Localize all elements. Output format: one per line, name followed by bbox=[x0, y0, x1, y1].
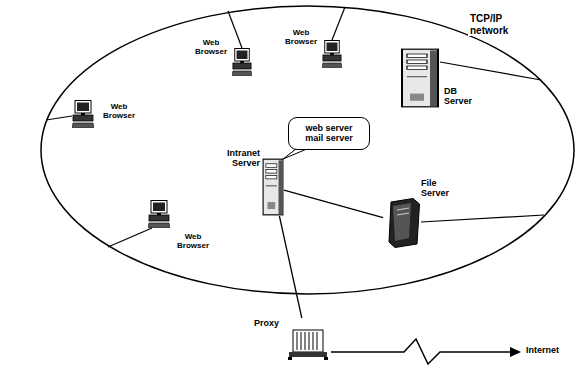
network-drop bbox=[440, 62, 541, 80]
db-server-node: DB Server bbox=[400, 48, 484, 108]
server-tower-icon-part bbox=[266, 185, 277, 186]
node-label: Web Browser bbox=[172, 232, 214, 250]
file-server-icon-part bbox=[397, 208, 409, 210]
web-browser-node: Web Browser bbox=[148, 200, 214, 251]
computer-icon-part bbox=[325, 41, 340, 54]
computer-icon-part bbox=[72, 123, 94, 128]
node-label: TCP/IP network bbox=[468, 13, 534, 36]
internet-link bbox=[331, 339, 512, 364]
server-tower-icon-part bbox=[279, 160, 283, 214]
web-browser-node: Web Browser bbox=[72, 98, 140, 128]
server-tower-icon-part bbox=[263, 159, 283, 215]
computer-icon-part bbox=[77, 103, 89, 112]
server-tower-icon bbox=[262, 158, 284, 216]
computer-icon-part bbox=[237, 51, 248, 60]
computer-icon-part bbox=[148, 223, 170, 228]
proxy-icon-part bbox=[289, 352, 327, 357]
network-outline bbox=[40, 5, 575, 295]
file-server-node: File Server bbox=[383, 178, 457, 248]
node-label: Proxy bbox=[254, 318, 284, 328]
computer-icon-part bbox=[327, 43, 338, 52]
internet-arrowhead bbox=[510, 347, 521, 357]
node-label: Intranet Server bbox=[218, 148, 260, 169]
server-tower-icon-part bbox=[430, 50, 437, 106]
file-server-icon bbox=[383, 198, 421, 248]
server-tower-icon-part bbox=[407, 54, 427, 58]
network-label: Internet bbox=[526, 345, 559, 355]
intranet-server-node: Intranet Server bbox=[218, 148, 284, 216]
server-tower-icon-part bbox=[407, 66, 427, 70]
computer-icon-part bbox=[73, 115, 93, 121]
server-tower-icon bbox=[400, 48, 440, 108]
computer-icon-part bbox=[323, 55, 341, 61]
node-label: Web Browser bbox=[280, 28, 322, 46]
node-label: Web Browser bbox=[98, 102, 140, 120]
network-drop bbox=[332, 7, 345, 40]
network-drop bbox=[108, 228, 152, 247]
computer-icon-part bbox=[232, 71, 252, 76]
proxy-icon-part bbox=[309, 332, 310, 350]
server-tower-icon-part bbox=[266, 175, 277, 178]
node-label: File Server bbox=[421, 178, 457, 199]
file-server-icon-part bbox=[393, 203, 411, 241]
proxy-icon-part bbox=[317, 332, 318, 350]
computer-icon bbox=[148, 200, 170, 228]
computer-icon-part bbox=[75, 101, 91, 114]
server-tower-icon-part bbox=[407, 76, 427, 77]
file-server-icon-part bbox=[397, 213, 409, 215]
network-drop bbox=[421, 215, 544, 222]
file-server-icon-part bbox=[389, 199, 420, 248]
computer-icon-part bbox=[322, 63, 342, 68]
server-tower-icon-part bbox=[407, 60, 427, 64]
computer-icon-part bbox=[233, 63, 251, 69]
proxy-icon-part bbox=[301, 332, 302, 350]
server-tower-icon-part bbox=[410, 94, 424, 101]
network-ellipse-line bbox=[41, 6, 574, 294]
proxy-node: Proxy bbox=[254, 318, 330, 360]
proxy-icon-part bbox=[305, 332, 306, 350]
computer-icon-part bbox=[153, 203, 165, 212]
computer-icon bbox=[232, 48, 252, 76]
network-drop bbox=[46, 116, 72, 120]
callout-bubble: web server mail server bbox=[288, 117, 370, 150]
server-tower-icon-part bbox=[266, 170, 277, 173]
node-label: Web Browser bbox=[190, 38, 232, 56]
computer-icon-part bbox=[151, 201, 167, 214]
proxy-icon-part bbox=[288, 357, 292, 360]
proxy-icon-part bbox=[324, 357, 328, 360]
server-tower-icon-part bbox=[402, 49, 438, 107]
computer-icon bbox=[322, 40, 342, 68]
proxy-icon-part bbox=[297, 332, 298, 350]
web-browser-node: Web Browser bbox=[190, 38, 252, 76]
web-browser-node: Web Browser bbox=[280, 28, 342, 68]
node-label: DB Server bbox=[444, 86, 484, 107]
network-link bbox=[279, 216, 301, 318]
computer-icon bbox=[72, 100, 94, 128]
computer-icon-part bbox=[235, 49, 250, 62]
proxy-icon-part bbox=[293, 330, 323, 352]
server-tower-icon-part bbox=[268, 202, 276, 209]
proxy-icon-part bbox=[313, 332, 314, 350]
network-drop bbox=[228, 11, 242, 48]
network-ellipse: TCP/IP networkWeb BrowserWeb BrowserDB S… bbox=[40, 5, 575, 295]
computer-icon-part bbox=[149, 215, 169, 221]
server-tower-icon-part bbox=[266, 164, 277, 167]
callout-text: web server mail server bbox=[300, 123, 358, 144]
network-link bbox=[284, 190, 383, 218]
proxy-icon bbox=[285, 328, 330, 360]
